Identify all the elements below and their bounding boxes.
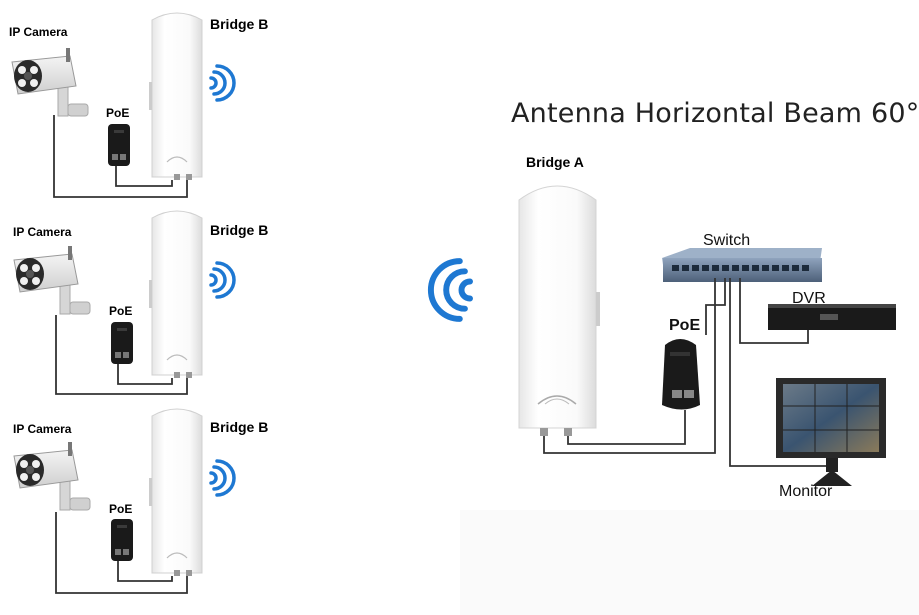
dvr-label: DVR xyxy=(792,290,826,307)
wifi-signal-icon xyxy=(209,64,236,102)
network-switch-icon xyxy=(662,248,822,282)
poe-injector-icon xyxy=(111,519,133,561)
bridge-a-label: Bridge A xyxy=(526,154,584,170)
bridge-antenna-icon xyxy=(148,210,203,379)
bridge-b-label: Bridge B xyxy=(210,16,269,32)
wifi-signal-icon xyxy=(431,261,470,319)
monitor-icon xyxy=(776,378,886,486)
bridge-antenna-icon xyxy=(518,185,600,436)
poe-injector-icon xyxy=(108,124,130,166)
ip-camera-icon xyxy=(13,441,91,511)
poe-label-right: PoE xyxy=(669,317,701,334)
diagram-title: Antenna Horizontal Beam 60° xyxy=(511,98,919,129)
wifi-signal-icon xyxy=(209,459,236,497)
poe-injector-icon xyxy=(111,322,133,364)
cable xyxy=(543,278,716,454)
ip-camera-label: IP Camera xyxy=(9,25,68,39)
left-unit-3 xyxy=(13,408,236,594)
cable xyxy=(55,315,188,395)
bridge-b-label: Bridge B xyxy=(210,419,269,435)
cable xyxy=(53,115,188,198)
dvr-icon xyxy=(768,304,896,330)
cable xyxy=(705,278,726,335)
background-panel xyxy=(460,510,919,615)
wifi-signal-icon xyxy=(209,261,236,299)
left-unit-1 xyxy=(11,12,236,198)
bridge-b-label: Bridge B xyxy=(210,222,269,238)
poe-label: PoE xyxy=(109,502,133,516)
ip-camera-label: IP Camera xyxy=(13,225,72,239)
ip-camera-icon xyxy=(11,47,89,117)
bridge-antenna-icon xyxy=(148,12,203,181)
ip-camera-label: IP Camera xyxy=(13,422,72,436)
poe-label: PoE xyxy=(109,304,133,318)
cable xyxy=(117,364,173,385)
poe-label: PoE xyxy=(106,106,130,120)
cable xyxy=(739,278,809,344)
cable xyxy=(115,166,173,187)
left-unit-2 xyxy=(13,210,236,395)
right-network xyxy=(431,185,896,486)
cable xyxy=(567,410,686,445)
bridge-antenna-icon xyxy=(148,408,203,577)
monitor-label: Monitor xyxy=(779,483,833,500)
cable xyxy=(729,278,826,467)
cable xyxy=(55,512,188,594)
ip-camera-icon xyxy=(13,245,91,315)
poe-injector-icon xyxy=(662,339,700,410)
cable xyxy=(117,561,173,582)
switch-label: Switch xyxy=(703,232,751,249)
